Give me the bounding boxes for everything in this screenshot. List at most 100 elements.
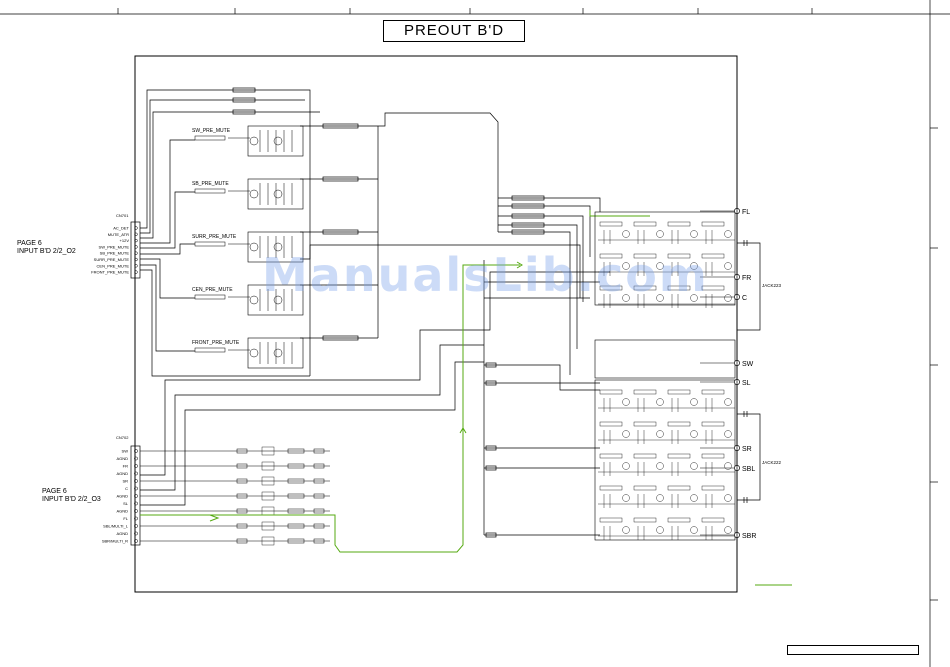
mute-block-frame <box>247 337 304 369</box>
amp-resistor <box>667 253 691 259</box>
amp-transistor <box>622 526 630 534</box>
amp-transistor <box>690 230 698 238</box>
amp-resistor <box>667 221 691 227</box>
amp-transistor <box>656 462 664 470</box>
cn702-pin-label: AGND <box>116 471 128 476</box>
page-ref-top: PAGE 6 INPUT B'D 2/2_O2 <box>17 240 76 256</box>
cn701-pin-label: CEN_PRE_MUTE <box>97 263 130 268</box>
mute-transistor <box>249 242 259 252</box>
cn701-pin-label: SW_PRE_MUTE <box>99 244 130 249</box>
amp-transistor <box>690 462 698 470</box>
amp-transistor <box>656 262 664 270</box>
cn701-pin <box>134 251 138 255</box>
cn702-ref: CN702 <box>116 435 129 440</box>
control-bus-top <box>140 87 320 377</box>
cn702-pin <box>134 509 138 513</box>
jack-222-label: JACK222 <box>762 460 782 465</box>
page-title: PREOUT B'D <box>383 20 525 42</box>
mute-transistor <box>249 348 259 358</box>
cn702-pin-label: AGND <box>116 509 128 514</box>
cn702-pin <box>134 449 138 453</box>
signal-resistor <box>313 523 325 529</box>
amp-transistor <box>724 526 732 534</box>
cn701-pin-label: MUTE_ATR <box>108 232 129 237</box>
signal-capacitor <box>261 521 275 531</box>
amp-transistor <box>724 430 732 438</box>
jack-bus <box>736 205 761 540</box>
cn702-pin <box>134 486 138 491</box>
signal-resistor <box>287 463 305 469</box>
amp-transistor <box>690 294 698 302</box>
amp-transistor <box>690 430 698 438</box>
cn702-pin <box>134 464 138 468</box>
amp-resistor <box>633 285 657 291</box>
signal-bus-center <box>140 112 610 538</box>
amp-transistor <box>622 430 630 438</box>
amp-group-frame <box>594 339 736 379</box>
amp-transistor <box>622 230 630 238</box>
signal-capacitor <box>261 536 275 546</box>
cn702-pin-label: AGND <box>116 531 128 536</box>
cn702-pin-label: SW <box>122 449 129 454</box>
amp-resistor <box>599 453 623 459</box>
amp-resistor <box>701 221 725 227</box>
title-block-box <box>787 645 919 655</box>
amp-transistor <box>690 262 698 270</box>
amp-resistor <box>701 285 725 291</box>
board-outline <box>134 55 738 593</box>
amp-resistor <box>701 453 725 459</box>
cn702-pin <box>134 516 138 521</box>
mute-transistor <box>273 242 283 252</box>
mute-block-resistor <box>194 135 226 141</box>
cn702-pin <box>134 501 138 506</box>
mute-block-frame <box>247 178 304 210</box>
mute-block-frame <box>247 284 304 316</box>
cn701-ref: CN701 <box>116 213 129 218</box>
cn702-pins: SWAGNDFRAGNDSRCAGNDSLAGNDFLSBL/MULTI_LAG… <box>102 449 138 544</box>
page-ref-bottom: PAGE 6 INPUT B'D 2/2_O3 <box>42 488 101 504</box>
mute-transistor <box>273 295 283 305</box>
amp-resistor <box>701 253 725 259</box>
signal-resistor <box>236 448 248 454</box>
amp-resistor <box>633 453 657 459</box>
cn702-pin-label: SL <box>123 501 129 506</box>
cn701-pin <box>134 245 138 249</box>
cn702-pin <box>134 456 138 461</box>
amp-transistor <box>690 398 698 406</box>
cn702-pin-label: AGND <box>116 456 128 461</box>
signal-capacitor <box>261 476 275 486</box>
page-ref-bottom-page: PAGE 6 <box>42 488 67 495</box>
mute-block-label: SB_PRE_MUTE <box>192 181 229 187</box>
mute-transistor <box>249 295 259 305</box>
signal-resistor <box>236 508 248 514</box>
cn701-pin-label: SB_PRE_MUTE <box>100 251 130 256</box>
cn702-pin <box>134 471 138 476</box>
output-label: FL <box>742 209 750 216</box>
amp-resistor <box>633 221 657 227</box>
cn702-pin-label: SR <box>122 479 128 484</box>
mute-block-resistor <box>194 294 226 300</box>
output-label: SW <box>742 361 754 368</box>
mute-block-frame <box>247 125 304 157</box>
cn702-pin-label: FL <box>123 516 128 521</box>
signal-resistor <box>287 508 305 514</box>
connector-cn702 <box>130 445 141 546</box>
output-label: SBR <box>742 533 756 540</box>
output-amplifier-array <box>594 211 736 541</box>
amp-resistor <box>701 485 725 491</box>
amp-group-frame <box>594 379 736 541</box>
cn701-pin-label: AC_DET <box>113 226 129 231</box>
signal-path-highlight <box>140 210 792 586</box>
amp-transistor <box>622 294 630 302</box>
cn701-pin-label: FRONT_PRE_MUTE <box>91 270 129 275</box>
amp-resistor <box>701 421 725 427</box>
cn702-pin-label: AGND <box>116 494 128 499</box>
signal-resistor <box>236 463 248 469</box>
amp-resistor <box>667 389 691 395</box>
amp-transistor <box>622 494 630 502</box>
page-ref-bottom-board: INPUT B'D 2/2_O3 <box>42 496 101 503</box>
amp-transistor <box>724 294 732 302</box>
amp-resistor <box>633 421 657 427</box>
cn701-pin <box>134 264 138 268</box>
